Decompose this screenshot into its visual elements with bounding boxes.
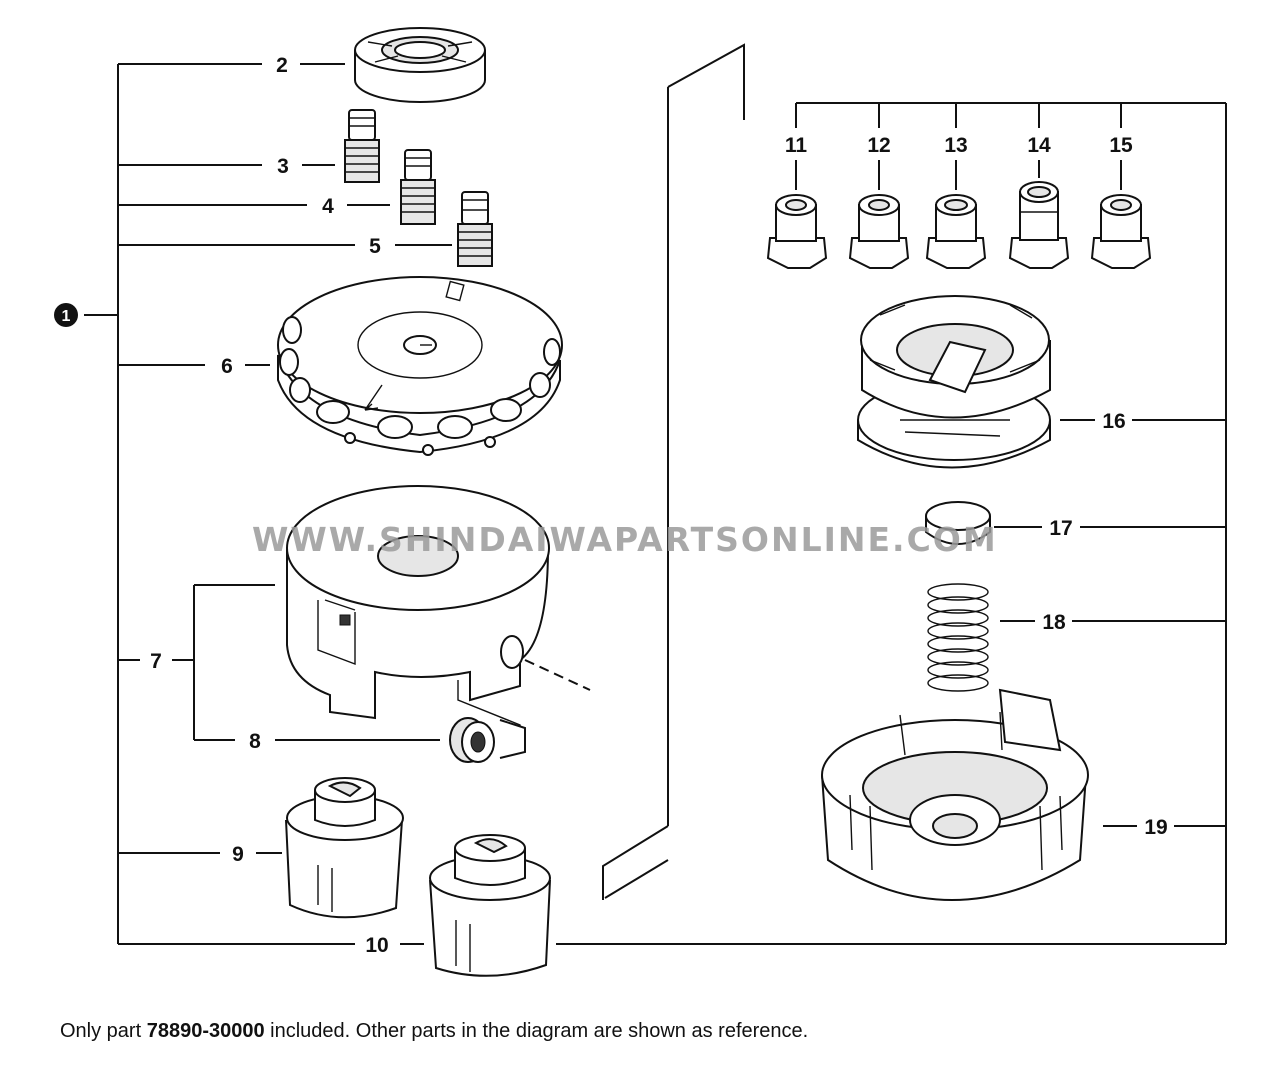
eyelet-part [449,717,526,763]
cover-cap-part [277,276,563,456]
part-number-13: 13 [944,134,967,157]
part-number-18: 18 [1042,611,1066,634]
right-bracket [795,102,1227,944]
part-labels: 2 3 4 5 6 7 8 9 10 11 12 13 14 15 16 17 … [150,54,1168,957]
adapter-cup-9 [285,777,404,919]
part-number-15: 15 [1109,134,1133,157]
part-number-3: 3 [277,155,289,178]
threaded-stud-3 [344,109,380,183]
footer-prefix: Only part [60,1020,147,1042]
spool-part [857,295,1051,469]
spool-housing-part [286,485,591,745]
watermark-text: WWW.SHINDAIWAPARTSONLINE.COM [252,520,998,559]
footer-suffix: included. Other parts in the diagram are… [264,1020,809,1042]
nut-part-11 [766,194,828,269]
button-cap-part [925,501,991,545]
part-number-10: 10 [365,934,388,957]
part-number-6: 6 [221,355,233,378]
threaded-stud-5 [457,191,493,267]
part-number-16: 16 [1102,410,1125,433]
threaded-stud-4 [400,149,436,225]
part-number-12: 12 [867,134,890,157]
footer-part-number: 78890-30000 [146,1020,265,1042]
assembly-marker-number: 1 [62,308,71,325]
center-divider [602,43,745,900]
nut-part-14 [1008,181,1070,269]
footer-note: Only part 78890-30000 included. Other pa… [60,1020,808,1043]
part-number-7: 7 [150,650,162,673]
bearing-part [354,27,486,103]
nut-part-15 [1090,194,1152,269]
part-number-5: 5 [369,235,381,258]
part-number-19: 19 [1144,816,1167,839]
part-number-9: 9 [232,843,244,866]
spring-part [927,583,989,692]
part-number-14: 14 [1027,134,1051,157]
part-number-11: 11 [785,134,808,157]
part-number-8: 8 [249,730,261,753]
nut-part-13 [925,194,987,269]
part-number-4: 4 [322,195,334,218]
part-number-2: 2 [276,54,288,77]
adapter-cup-10 [429,834,551,977]
part-number-17: 17 [1049,517,1072,540]
lower-housing-part [821,688,1089,901]
nut-part-12 [848,194,910,269]
left-bracket [84,63,1226,945]
assembly-marker [54,303,78,327]
